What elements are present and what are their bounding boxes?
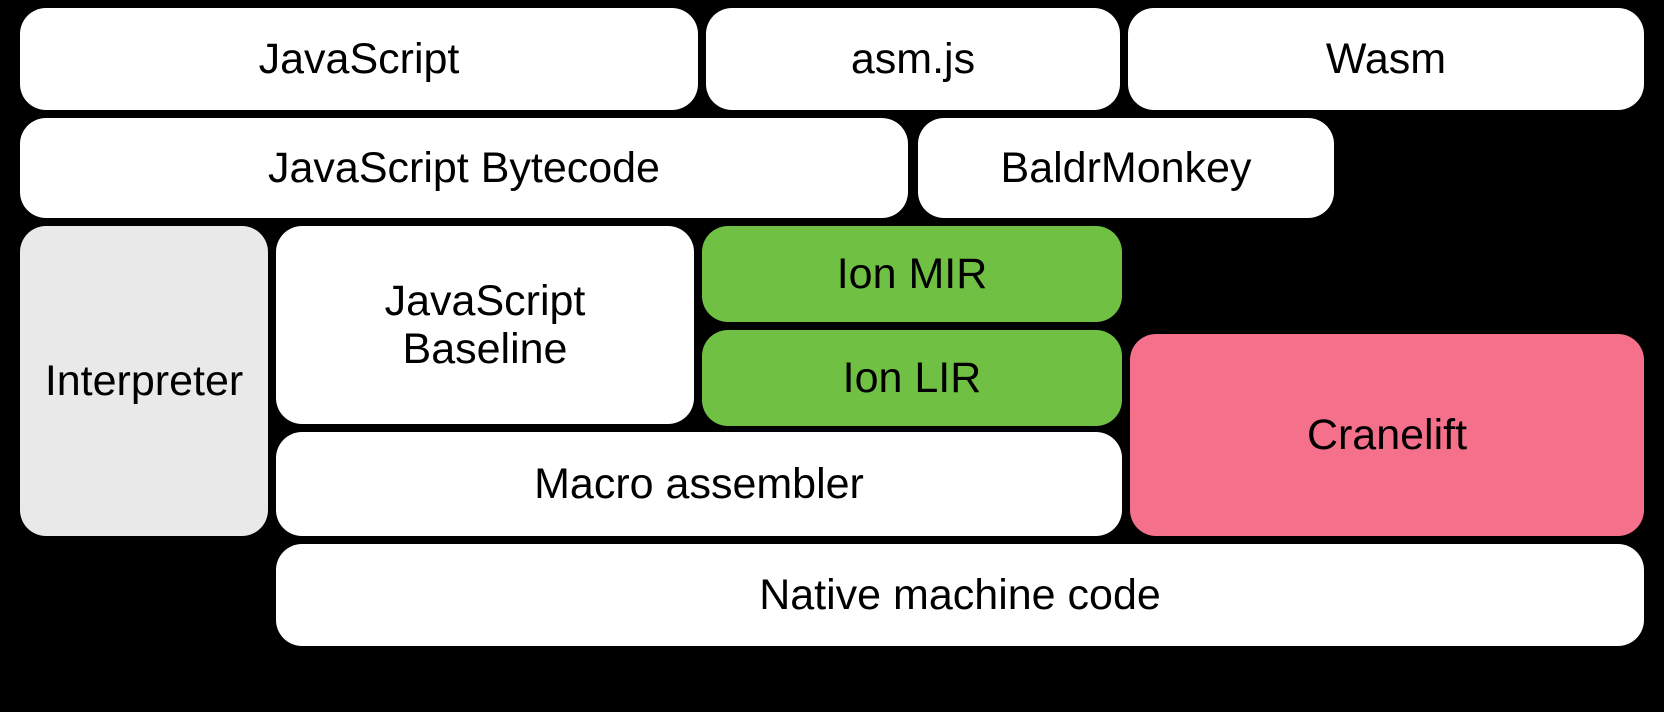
node-ion-mir[interactable]: Ion MIR [702,226,1122,322]
node-javascript-baseline[interactable]: JavaScript Baseline [276,226,694,424]
node-macro-assembler[interactable]: Macro assembler [276,432,1122,536]
node-javascript-baseline-label: JavaScript Baseline [384,276,586,373]
node-ion-lir[interactable]: Ion LIR [702,330,1122,426]
node-baldrmonkey[interactable]: BaldrMonkey [918,118,1334,218]
node-wasm-label: Wasm [1325,34,1447,83]
node-ion-mir-label: Ion MIR [836,249,988,298]
node-asmjs[interactable]: asm.js [706,8,1120,110]
node-javascript[interactable]: JavaScript [20,8,698,110]
node-native-machine-code[interactable]: Native machine code [276,544,1644,646]
node-javascript-bytecode-label: JavaScript Bytecode [268,143,660,192]
node-cranelift[interactable]: Cranelift [1130,334,1644,536]
node-cranelift-label: Cranelift [1306,410,1468,459]
node-javascript-bytecode[interactable]: JavaScript Bytecode [20,118,908,218]
node-macro-assembler-label: Macro assembler [534,459,864,508]
node-interpreter-label: Interpreter [44,356,244,405]
node-native-machine-code-label: Native machine code [759,570,1161,619]
node-ion-lir-label: Ion LIR [842,353,982,402]
node-asmjs-label: asm.js [850,34,976,83]
node-baldrmonkey-label: BaldrMonkey [1000,143,1252,192]
node-javascript-label: JavaScript [258,34,460,83]
node-interpreter[interactable]: Interpreter [20,226,268,536]
node-wasm[interactable]: Wasm [1128,8,1644,110]
